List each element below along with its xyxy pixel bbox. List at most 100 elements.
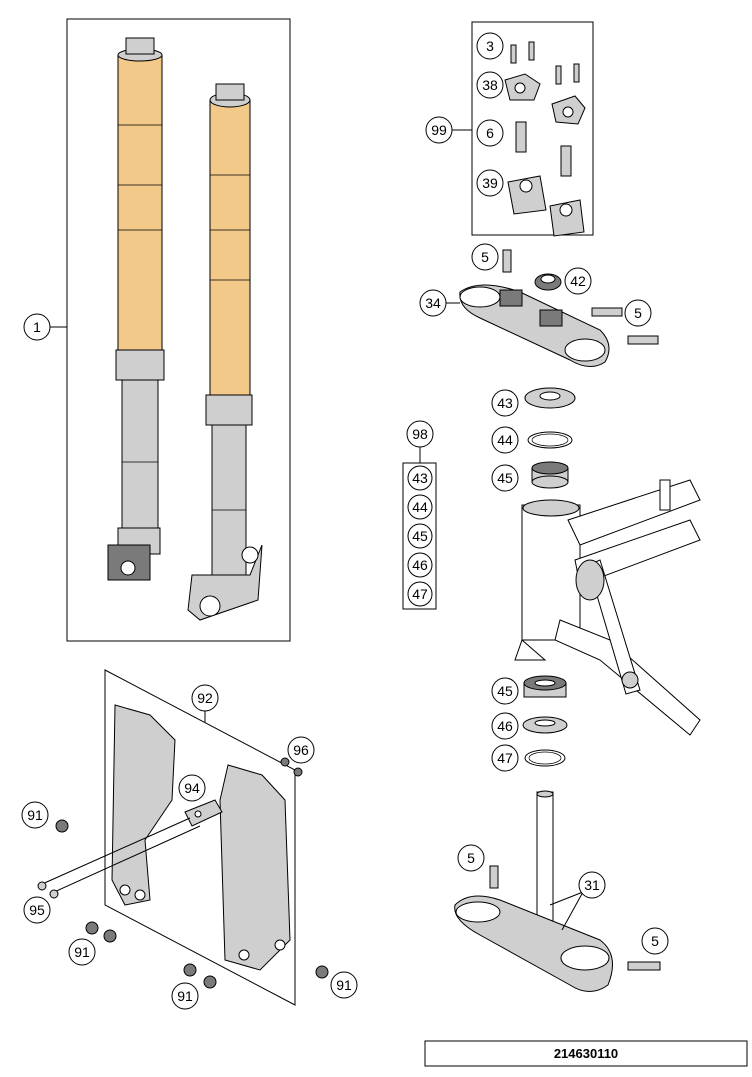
callout-94-label: 94 bbox=[184, 780, 200, 796]
callout-39: 39 bbox=[476, 169, 504, 197]
callout-98: 98 bbox=[406, 420, 434, 448]
callout-47: 47 bbox=[491, 744, 519, 772]
callout-95: 95 bbox=[23, 896, 51, 924]
callout-31-label: 31 bbox=[584, 877, 600, 893]
callout-44-label: 44 bbox=[497, 432, 513, 448]
callout-42-label: 42 bbox=[570, 273, 586, 289]
callout-34: 34 bbox=[419, 289, 447, 317]
guard-panel-frame bbox=[104, 669, 296, 1006]
clip-94 bbox=[184, 799, 223, 827]
callout-95-label: 95 bbox=[29, 902, 45, 918]
fork-right-leg bbox=[187, 83, 263, 621]
ring-47-lower bbox=[524, 749, 566, 767]
callout-5d-label: 5 bbox=[651, 933, 659, 949]
callout-94: 94 bbox=[178, 774, 206, 802]
callout-31: 31 bbox=[578, 871, 606, 899]
callout-39-label: 39 bbox=[482, 175, 498, 191]
callout-38: 38 bbox=[476, 71, 504, 99]
callout-96-label: 96 bbox=[293, 742, 309, 758]
fork-left-leg bbox=[107, 37, 165, 581]
nut-42 bbox=[534, 273, 562, 291]
callout-6-label: 6 bbox=[486, 125, 494, 141]
leader-31b bbox=[561, 891, 584, 931]
callout-5c: 5 bbox=[457, 844, 485, 872]
callout-47-label: 47 bbox=[497, 750, 513, 766]
callout-3-label: 3 bbox=[486, 38, 494, 54]
bolt-5-lower-right bbox=[627, 961, 661, 971]
callout-5b: 5 bbox=[624, 299, 652, 327]
callout-set-47-label: 47 bbox=[412, 586, 428, 602]
bolts-96 bbox=[280, 757, 303, 777]
callout-34-label: 34 bbox=[425, 295, 441, 311]
callout-92-label: 92 bbox=[197, 690, 213, 706]
callout-6: 6 bbox=[476, 119, 504, 147]
ring-46-lower bbox=[522, 716, 568, 734]
clamps-38 bbox=[504, 73, 586, 125]
callout-45b: 45 bbox=[491, 677, 519, 705]
callout-set-45-label: 45 bbox=[412, 528, 428, 544]
lower-triple-clamp-stem bbox=[454, 790, 613, 992]
callout-46-label: 46 bbox=[497, 718, 513, 734]
callout-91d-label: 91 bbox=[336, 977, 352, 993]
callout-91b-label: 91 bbox=[74, 944, 90, 960]
callout-91c-label: 91 bbox=[177, 988, 193, 1004]
callout-98-label: 98 bbox=[412, 426, 428, 442]
callout-91a-label: 91 bbox=[27, 807, 43, 823]
leader-31a bbox=[549, 891, 584, 906]
fork-guard-left bbox=[111, 704, 176, 906]
frame-steering-head bbox=[514, 479, 701, 736]
clamp-set-frame bbox=[471, 21, 594, 236]
callout-5b-label: 5 bbox=[634, 305, 642, 321]
screws-91 bbox=[55, 819, 329, 989]
ring-44-upper bbox=[527, 431, 573, 449]
callout-92: 92 bbox=[191, 684, 219, 712]
callout-45-label: 45 bbox=[497, 470, 513, 486]
callout-91a: 91 bbox=[21, 801, 49, 829]
seal-43-upper bbox=[524, 387, 576, 409]
callout-91c: 91 bbox=[171, 982, 199, 1010]
clamps-39 bbox=[507, 175, 585, 237]
bolt-5-lower-left bbox=[489, 865, 499, 889]
callout-5c-label: 5 bbox=[467, 850, 475, 866]
callout-set-45: 45 bbox=[407, 523, 433, 549]
callout-set-46-label: 46 bbox=[412, 557, 428, 573]
diagram-number: 214630110 bbox=[554, 1046, 618, 1061]
callout-99-label: 99 bbox=[431, 122, 447, 138]
bolt-5-right bbox=[591, 307, 659, 345]
callout-1: 1 bbox=[23, 313, 51, 341]
bearing-45-upper bbox=[531, 461, 569, 489]
screw-95 bbox=[37, 817, 201, 899]
callout-44: 44 bbox=[491, 426, 519, 454]
fork-guard-right bbox=[219, 764, 291, 971]
bolts-6 bbox=[515, 121, 572, 177]
callout-42: 42 bbox=[564, 267, 592, 295]
callout-43-label: 43 bbox=[497, 395, 513, 411]
callout-set-44: 44 bbox=[407, 494, 433, 520]
callout-91d: 91 bbox=[330, 971, 358, 999]
bolts-3 bbox=[510, 41, 580, 85]
callout-5a: 5 bbox=[471, 243, 499, 271]
callout-set-46: 46 bbox=[407, 552, 433, 578]
bolt-5-top bbox=[502, 249, 512, 273]
callout-38-label: 38 bbox=[482, 77, 498, 93]
callout-5a-label: 5 bbox=[481, 249, 489, 265]
callout-45: 45 bbox=[491, 464, 519, 492]
callout-set-43: 43 bbox=[407, 465, 433, 491]
callout-43: 43 bbox=[491, 389, 519, 417]
bearing-45-lower bbox=[523, 675, 567, 698]
callout-3: 3 bbox=[476, 32, 504, 60]
callout-1-label: 1 bbox=[33, 319, 41, 335]
diagram-number-box bbox=[424, 1040, 748, 1067]
callout-set-43-label: 43 bbox=[412, 470, 428, 486]
callout-96: 96 bbox=[287, 736, 315, 764]
callout-99: 99 bbox=[425, 116, 453, 144]
callout-set-47: 47 bbox=[407, 581, 433, 607]
callout-46: 46 bbox=[491, 712, 519, 740]
callout-91b: 91 bbox=[68, 938, 96, 966]
callout-5d: 5 bbox=[641, 927, 669, 955]
fork-frame bbox=[66, 18, 291, 642]
callout-45b-label: 45 bbox=[497, 683, 513, 699]
callout-set-44-label: 44 bbox=[412, 499, 428, 515]
upper-triple-clamp bbox=[459, 284, 610, 367]
